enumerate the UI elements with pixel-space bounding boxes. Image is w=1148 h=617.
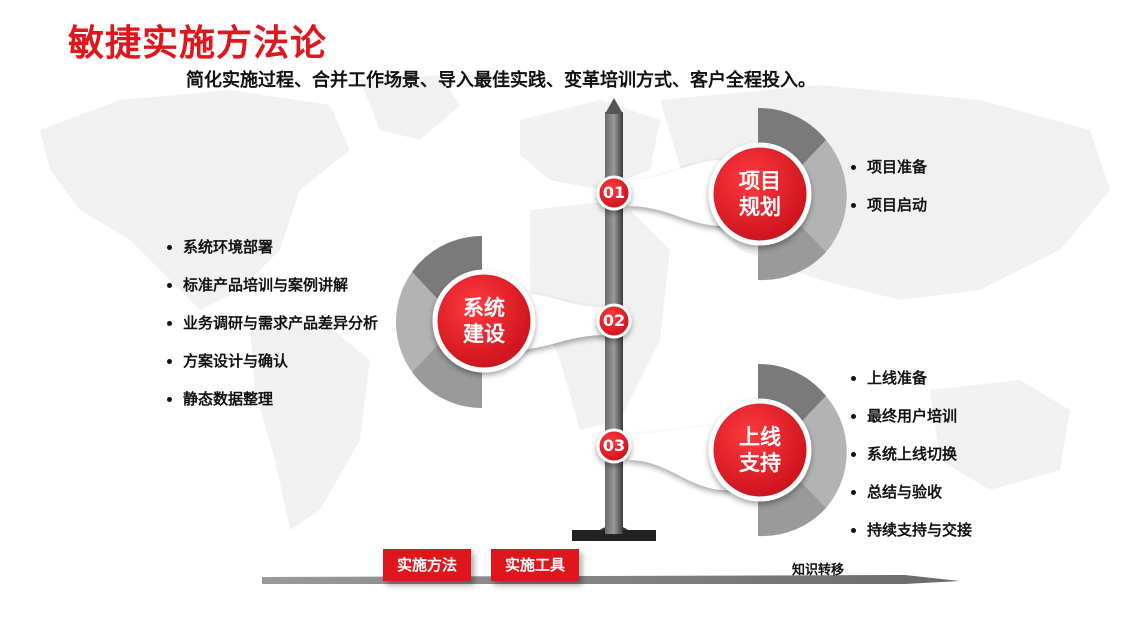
- knowledge-transfer-label: 知识转移: [792, 563, 845, 578]
- map-australia: [930, 380, 1070, 490]
- list-item: 项目准备: [851, 148, 927, 186]
- phase-02-number: 02: [602, 311, 626, 330]
- map-north-america: [40, 90, 350, 310]
- phase-03-bullet-list: 上线准备 最终用户培训 系统上线切换 总结与验收 持续支持与交接: [851, 359, 972, 549]
- list-item: 总结与验收: [851, 473, 972, 511]
- list-item: 最终用户培训: [851, 397, 972, 435]
- phase-03-ring: [758, 363, 847, 537]
- map-europe: [520, 100, 660, 190]
- list-item: 系统上线切换: [851, 435, 972, 473]
- page-title: 敏捷实施方法论: [68, 23, 328, 64]
- list-item: 静态数据整理: [167, 380, 378, 418]
- map-greenland: [360, 75, 460, 140]
- list-item: 持续支持与交接: [851, 511, 972, 549]
- phase-01-ring: [758, 107, 847, 281]
- method-tag: 实施方法: [383, 549, 471, 581]
- phase-01-bullet-list: 项目准备 项目启动: [851, 148, 927, 224]
- phase-02-ring: [395, 236, 482, 408]
- tool-tag: 实施工具: [491, 549, 579, 581]
- phase-03-number: 03: [602, 436, 626, 455]
- phase-02-number-badge: [596, 303, 632, 339]
- page-subtitle: 简化实施过程、合并工作场景、导入最佳实践、变革培训方式、客户全程投入。: [186, 70, 816, 91]
- phase-01-name: 项目 规划: [739, 169, 781, 219]
- phase-01-circle: [708, 142, 812, 246]
- phase-02-circle: [432, 269, 536, 373]
- phase-01-connector: [628, 159, 730, 227]
- list-item: 项目启动: [851, 186, 927, 224]
- phase-03-name: 上线 支持: [739, 425, 781, 475]
- phase-03-number-badge: [596, 428, 632, 464]
- list-item: 上线准备: [851, 359, 972, 397]
- knowledge-transfer-arrow: [262, 575, 960, 584]
- phase-03-circle: [708, 398, 812, 502]
- phase-01-number-badge: [596, 175, 632, 211]
- phase-02-name: 系统 建设: [463, 296, 505, 346]
- list-item: 方案设计与确认: [167, 342, 378, 380]
- list-item: 系统环境部署: [167, 228, 378, 266]
- phase-02-bullet-list: 系统环境部署 标准产品培训与案例讲解 业务调研与需求产品差异分析 方案设计与确认…: [167, 228, 378, 418]
- phase-03-connector: [628, 425, 730, 491]
- phase-01-number: 01: [602, 183, 626, 202]
- list-item: 业务调研与需求产品差异分析: [167, 304, 378, 342]
- list-item: 标准产品培训与案例讲解: [167, 266, 378, 304]
- map-south-america: [250, 320, 370, 530]
